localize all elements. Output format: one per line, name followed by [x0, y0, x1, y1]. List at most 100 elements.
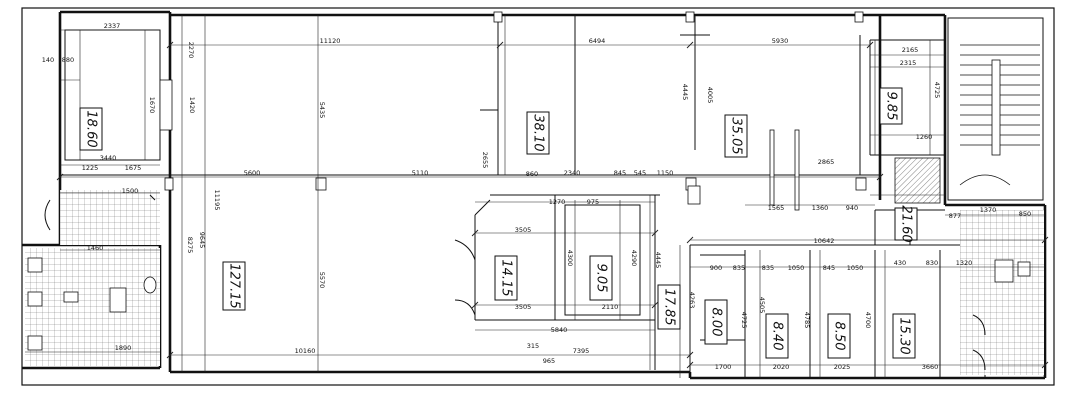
- room-area-box: [657, 284, 681, 330]
- room-area-box: [827, 313, 851, 359]
- dimension-label: 7395: [573, 347, 590, 355]
- room-area-box: [892, 313, 916, 359]
- dimension-tick: [471, 301, 479, 309]
- dimension-label: 1675: [125, 164, 142, 172]
- dimension-tick: [1041, 236, 1049, 244]
- room-label-r2: 127.15: [222, 261, 246, 311]
- dimension-label: 860: [526, 170, 538, 178]
- vertical-dimension-label: 4445: [654, 252, 662, 269]
- room-area-box: [79, 107, 103, 151]
- room-area-box: [494, 255, 518, 301]
- room-label-r11: 8.40: [765, 313, 789, 359]
- dimension-label: 315: [527, 342, 539, 350]
- dimension-tick: [166, 41, 174, 49]
- vertical-dimension-label: 9645: [198, 232, 206, 249]
- dimension-label: 1260: [916, 133, 933, 141]
- dimension-label: 1150: [657, 169, 674, 177]
- vertical-dimension-label: 11195: [213, 190, 221, 211]
- room-area-text: 38.10: [531, 114, 546, 151]
- dimension-label: 5600: [244, 169, 261, 177]
- room-area-text: 17.85: [662, 288, 677, 325]
- dimension-label: 975: [587, 198, 599, 206]
- dimension-label: 2025: [834, 363, 851, 371]
- dimension-label: 1320: [956, 259, 973, 267]
- dimension-label: 830: [926, 259, 938, 267]
- dimension-label: 5930: [772, 37, 789, 45]
- vertical-dimension-label: 4505: [758, 297, 766, 314]
- dimension-label: 545: [634, 169, 646, 177]
- room-area-text: 9.85: [884, 92, 899, 121]
- dimension-tick: [496, 41, 504, 49]
- vertical-dimension-label: 2655: [481, 152, 489, 169]
- dimension-label: 3505: [515, 303, 532, 311]
- room-area-box: [724, 114, 748, 158]
- room-area-text: 14.15: [499, 259, 514, 296]
- vertical-dimension-label: 2270: [187, 42, 195, 59]
- room-area-text: 9.05: [594, 264, 609, 293]
- vertical-dimension-label: 4300: [566, 250, 574, 267]
- dimension-label: 5110: [412, 169, 429, 177]
- dimension-label: 1460: [87, 244, 104, 252]
- vertical-dimension-label: 5570: [318, 272, 326, 289]
- room-area-text: 8.00: [709, 308, 724, 337]
- dimension-label: 835: [762, 264, 774, 272]
- dimension-label: 1050: [847, 264, 864, 272]
- dimension-label: 2337: [104, 22, 121, 30]
- vertical-dimension-label: 1670: [148, 97, 156, 114]
- dimension-label: 965: [543, 357, 555, 365]
- drawing-frame: [21, 7, 1055, 386]
- room-area-text: 8.40: [770, 322, 785, 351]
- dimension-label: 3505: [515, 226, 532, 234]
- dimension-label: 845: [614, 169, 626, 177]
- vertical-dimension-label: 5435: [318, 102, 326, 119]
- room-area-text: 127.15: [227, 263, 242, 309]
- dimension-label: 2340: [564, 169, 581, 177]
- room-area-box: [589, 255, 613, 301]
- room-label-r6: 21.60: [894, 205, 918, 243]
- dimension-tick: [651, 229, 659, 237]
- vertical-dimension-label: 4290: [630, 250, 638, 267]
- dimension-tick: [651, 301, 659, 309]
- dimension-tick: [686, 236, 694, 244]
- dimension-label: 10160: [295, 347, 316, 355]
- dimension-label: 1270: [549, 198, 566, 206]
- room-label-r1: 18.60: [79, 107, 103, 151]
- dimension-label: 880: [62, 56, 74, 64]
- vertical-dimension-labels: 9645111958275557054354410444540054300429…: [84, 42, 941, 329]
- room-area-box: [879, 87, 903, 125]
- room-label-r13: 15.30: [892, 313, 916, 359]
- dimension-label: 11120: [320, 37, 341, 45]
- vertical-dimension-label: 1420: [188, 97, 196, 114]
- room-label-r9: 17.85: [657, 284, 681, 330]
- dimension-ticks: [56, 41, 1049, 369]
- room-label-r5: 9.85: [879, 87, 903, 125]
- vertical-dimension-label: 4263: [688, 292, 696, 309]
- dimension-label: 1050: [788, 264, 805, 272]
- dimension-tick: [471, 229, 479, 237]
- dimension-label: 1370: [980, 206, 997, 214]
- room-area-box: [765, 313, 789, 359]
- room-label-r12: 8.50: [827, 313, 851, 359]
- room-label-r4: 35.05: [724, 114, 748, 158]
- dimension-label: 940: [846, 204, 858, 212]
- room-label-r8: 9.05: [589, 255, 613, 301]
- dimension-label: 1225: [82, 164, 99, 172]
- dimension-label: 2110: [602, 303, 619, 311]
- dimension-tick: [166, 351, 174, 359]
- room-area-labels: 18.60 127.15 38.10 35.05 9.85 21.60 14.15 9.05 1…: [79, 87, 918, 359]
- room-area-box: [222, 261, 246, 311]
- dimension-tick: [686, 361, 694, 369]
- dimension-label: 10642: [814, 237, 835, 245]
- dimension-tick: [686, 41, 694, 49]
- dimension-label: 3660: [922, 363, 939, 371]
- vertical-dimension-label: 4725: [933, 82, 941, 99]
- dimension-tick: [686, 351, 694, 359]
- vertical-dimension-label: 4005: [706, 87, 714, 104]
- dimension-label: 835: [733, 264, 745, 272]
- dimension-tick: [866, 41, 874, 49]
- dimension-tick: [1041, 361, 1049, 369]
- room-area-box: [894, 207, 918, 241]
- room-area-text: 8.50: [832, 322, 847, 351]
